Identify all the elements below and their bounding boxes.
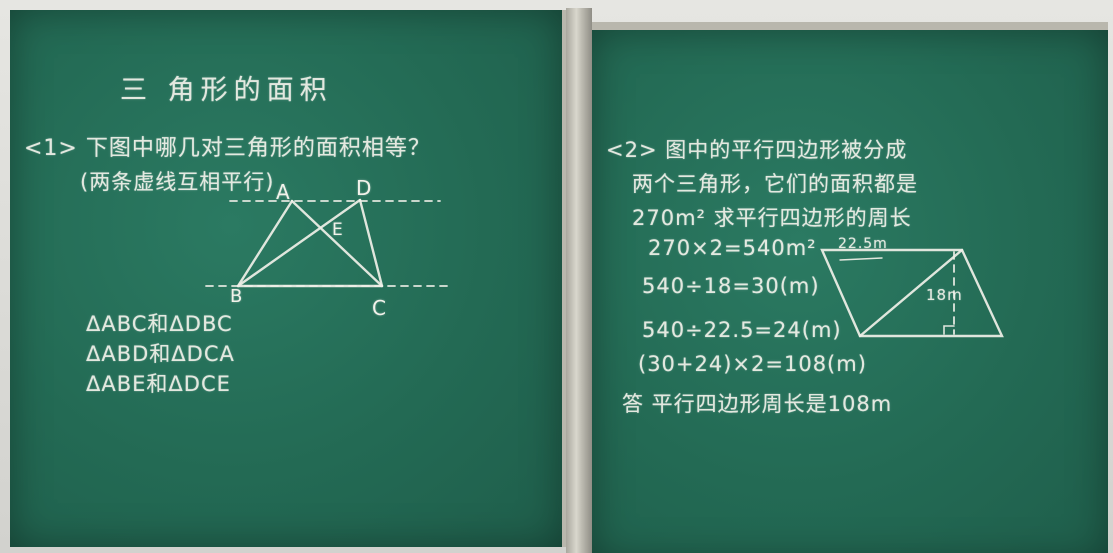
calc-step-2: 540÷18=30(m) xyxy=(642,274,820,298)
question-1-line-1: <1> 下图中哪几对三角形的面积相等？ xyxy=(24,136,431,161)
segment-dc xyxy=(358,198,384,288)
answer-pair-2: ΔABD和ΔDCA xyxy=(86,342,235,366)
parallelogram-diagonal xyxy=(858,248,964,338)
segment-db xyxy=(236,198,362,288)
board-title: 三 角形的面积 xyxy=(120,75,333,106)
point-c-label: C xyxy=(372,296,386,320)
board-frame-divider xyxy=(566,8,592,553)
parallelogram-figure xyxy=(820,248,1004,338)
question-2-line-1: <2> 图中的平行四边形被分成 xyxy=(606,138,908,162)
question-2-line-2: 两个三角形，它们的面积都是 xyxy=(632,172,918,196)
answer-pair-3: ΔABE和ΔDCE xyxy=(86,372,231,396)
point-b-label: B xyxy=(230,286,243,307)
answer-pair-1: ΔABC和ΔDBC xyxy=(86,312,233,336)
question-1-line-2: (两条虚线互相平行) xyxy=(80,170,275,194)
point-d-label: D xyxy=(356,176,372,200)
point-e-label: E xyxy=(332,220,343,240)
left-chalkboard: 三 角形的面积 <1> 下图中哪几对三角形的面积相等？ (两条虚线互相平行) A… xyxy=(10,10,566,547)
right-chalkboard: <2> 图中的平行四边形被分成 两个三角形，它们的面积都是 270m² 求平行四… xyxy=(592,22,1108,553)
segment-ac xyxy=(290,199,384,288)
calc-step-1: 270×2=540m² xyxy=(648,236,817,260)
top-side-mark xyxy=(839,257,883,261)
calc-step-4: (30+24)×2=108(m) xyxy=(638,352,867,376)
parallelogram-outline xyxy=(820,248,1004,338)
segment-ab xyxy=(236,199,294,288)
right-angle-mark xyxy=(943,325,955,335)
point-a-label: A xyxy=(276,180,290,204)
final-answer: 答 平行四边形周长是108m xyxy=(622,392,893,416)
trapezoid-figure xyxy=(205,198,451,288)
calc-step-3: 540÷22.5=24(m) xyxy=(642,318,842,342)
question-2-line-3: 270m² 求平行四边形的周长 xyxy=(632,206,912,230)
top-side-label: 22.5m xyxy=(838,236,888,252)
height-label: 18m xyxy=(926,286,963,304)
